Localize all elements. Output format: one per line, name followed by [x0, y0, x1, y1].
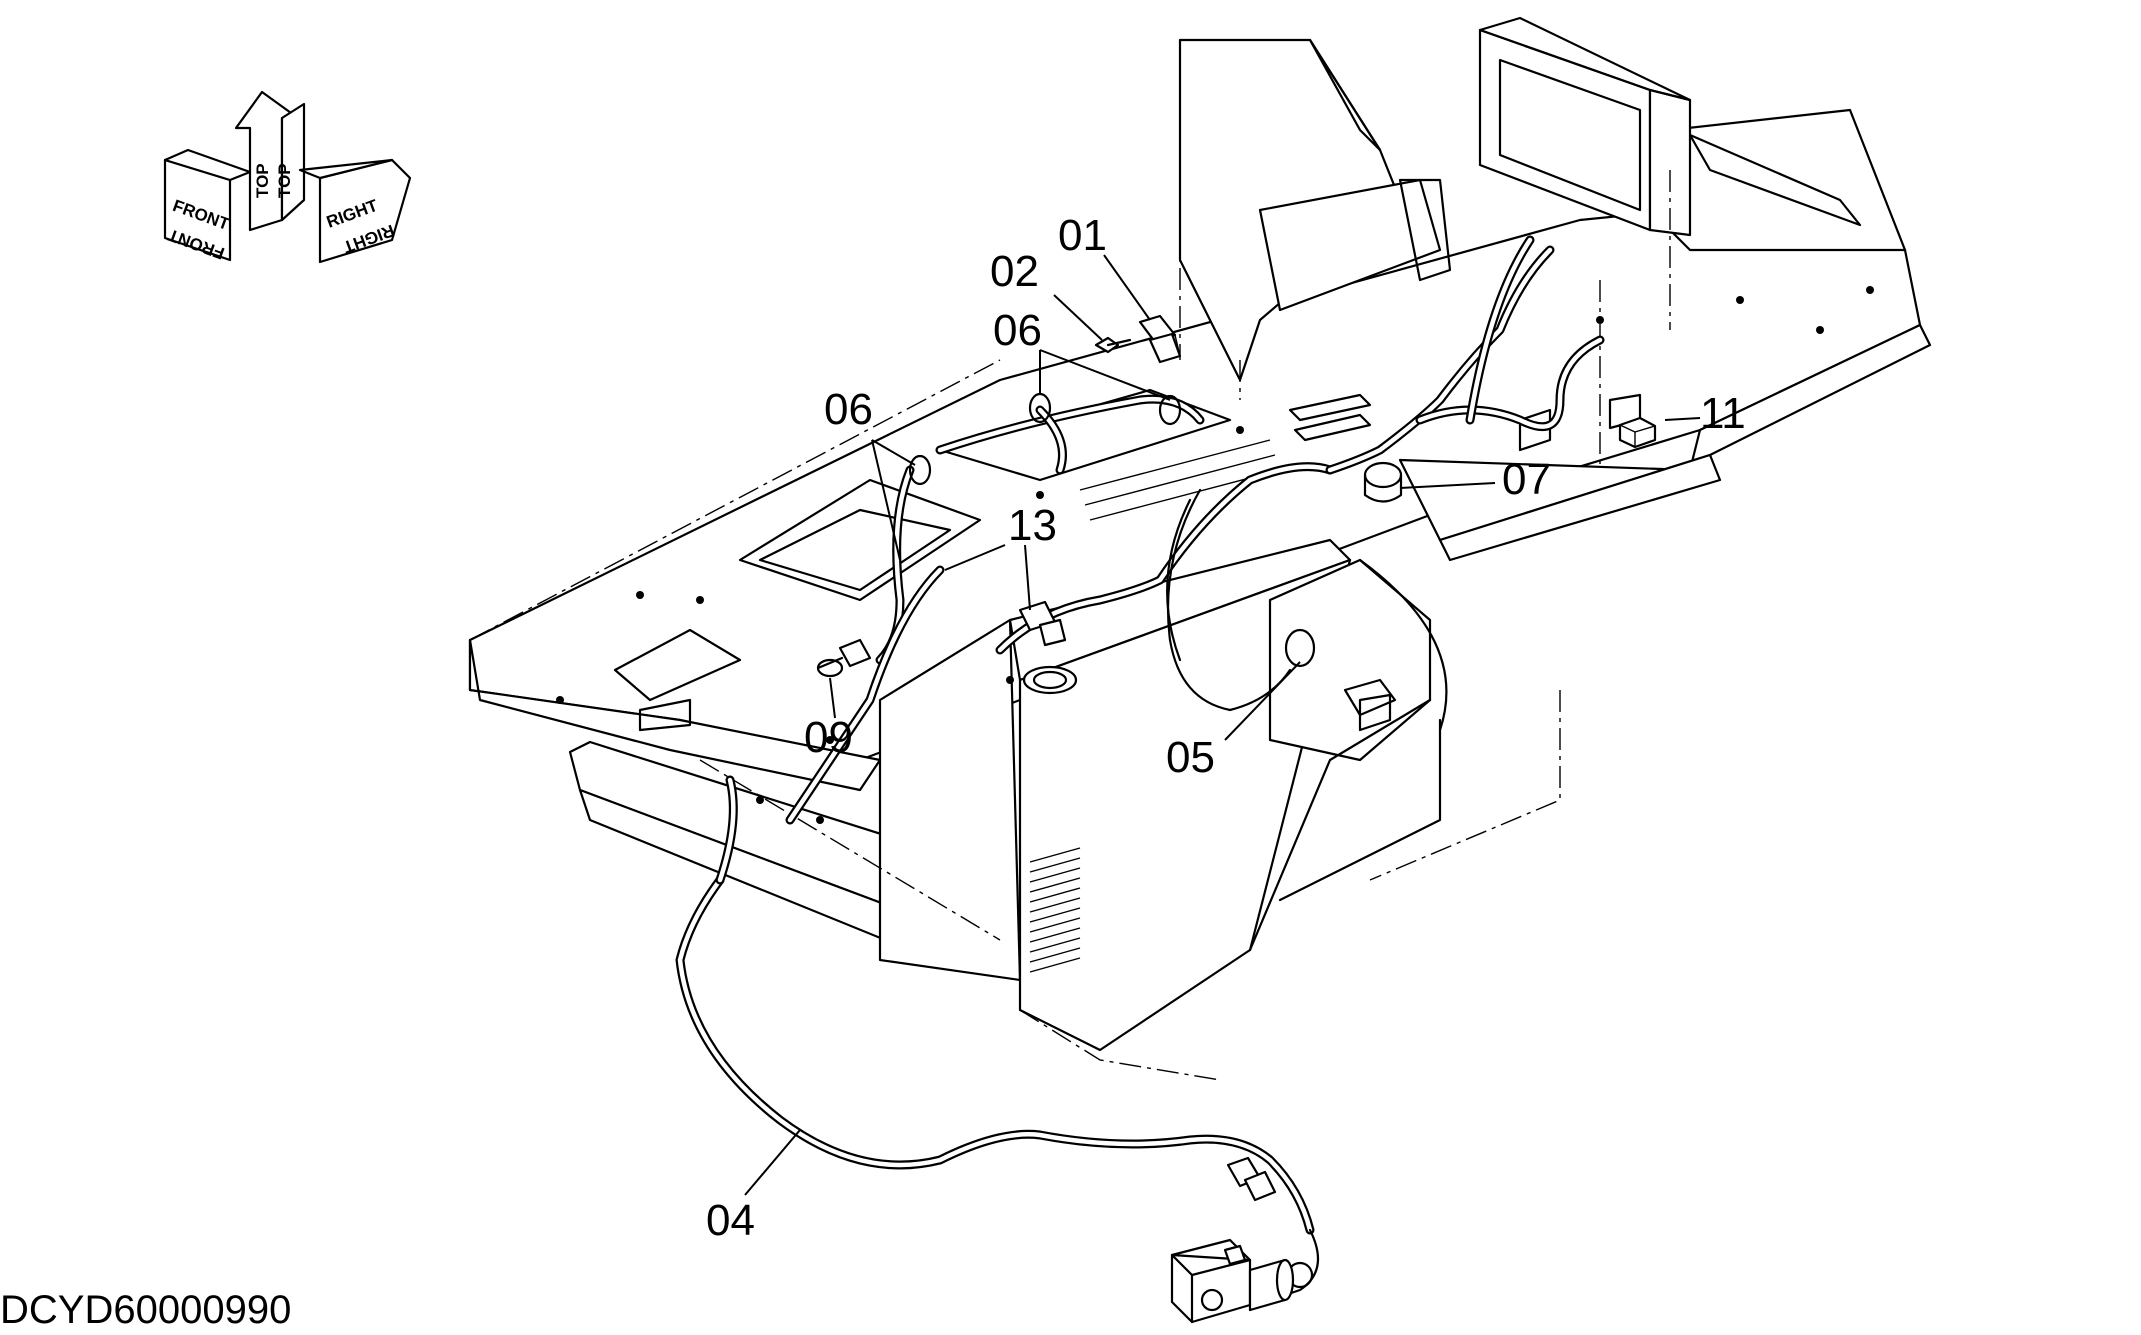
- relay-11: [1618, 416, 1657, 449]
- callout-02: 02: [990, 247, 1039, 296]
- callout-13: 13: [1008, 501, 1057, 550]
- wire-harness: [675, 235, 1605, 1312]
- callout-06-lower: 06: [824, 385, 873, 434]
- vent-grille: [1029, 847, 1081, 973]
- callout-05: 05: [1166, 733, 1215, 782]
- callout-06-upper: 06: [993, 306, 1042, 355]
- clamp-05: [1284, 628, 1316, 668]
- cable-connector-04: [1226, 1156, 1277, 1202]
- connector-13: [1018, 600, 1067, 647]
- callout-11: 11: [1700, 389, 1746, 438]
- bolt-02: [1094, 336, 1132, 354]
- clip-06: [908, 392, 1182, 486]
- switch-09: [816, 638, 872, 678]
- solenoid-valve: [1170, 1238, 1295, 1324]
- drawing-code: DCYD60000990: [0, 1288, 291, 1332]
- leader-lines: [744, 254, 1701, 1196]
- orientation-arrows-icon: FRONT FRONT TOP TOP RIGHT RIGHT: [163, 90, 412, 264]
- callout-07: 07: [1502, 455, 1551, 504]
- upper-frame: [468, 16, 1932, 1081]
- top-label-mirrored: TOP: [275, 163, 294, 198]
- callout-09: 09: [804, 713, 853, 762]
- callout-01: 01: [1058, 211, 1107, 260]
- grommet-07: [1363, 461, 1403, 503]
- top-label: TOP: [253, 163, 272, 198]
- callout-04: 04: [706, 1196, 755, 1245]
- relay-01: [1138, 314, 1182, 364]
